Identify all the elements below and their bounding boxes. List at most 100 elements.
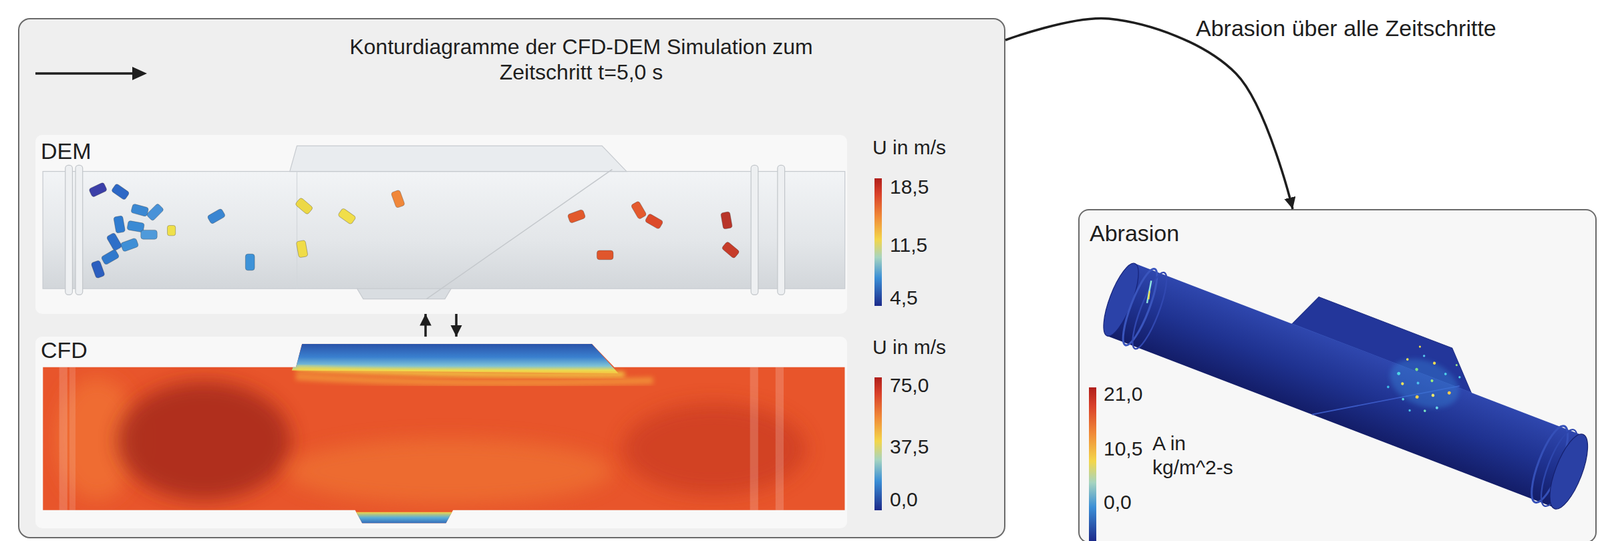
pipe-bulge xyxy=(357,288,452,299)
pipe-body xyxy=(1106,263,1583,509)
colorbar-tick: 75,0 xyxy=(889,373,929,398)
field-shear-layer xyxy=(295,376,654,384)
colorbar-unit: U in m/s xyxy=(872,135,946,160)
field-recirculation xyxy=(352,512,455,525)
simulation-panel: Konturdiagramme der CFD-DEM Simulation z… xyxy=(18,18,1006,539)
particle xyxy=(567,209,586,224)
wear-spots xyxy=(1381,340,1467,425)
panel-label: DEM xyxy=(40,137,92,166)
colorbar-tick-holder: 4,5 xyxy=(889,285,918,310)
pipe-flange xyxy=(1116,265,1164,349)
field-shear-layer xyxy=(295,368,625,375)
colorbar-tick: 0,0 xyxy=(1103,490,1132,515)
coupling-arrow xyxy=(454,313,458,337)
particle xyxy=(100,249,120,266)
colorbar-tick: 0,0 xyxy=(889,487,918,512)
particle xyxy=(207,208,226,225)
colorbar-tick-holder: 21,0 xyxy=(1103,382,1143,407)
pipe-seam xyxy=(426,169,612,300)
colorbar-tick-holder: 37,5 xyxy=(889,434,929,459)
wear-spot xyxy=(1432,361,1437,366)
pipe-edge xyxy=(1292,324,1472,393)
colorbar-unit-holder: U in m/s xyxy=(872,135,946,160)
colorbar-tick: 18,5 xyxy=(889,175,929,200)
cfd-velocity-field xyxy=(40,336,850,531)
pipe-flange xyxy=(59,357,68,521)
colorbar-unit: U in m/s xyxy=(872,335,946,360)
particle xyxy=(597,250,614,260)
flow-arrow-head xyxy=(132,66,147,81)
pipe-flange xyxy=(750,165,759,295)
colorbar-tick: 10,5 xyxy=(1103,436,1143,461)
particle xyxy=(630,201,647,220)
colorbar-tick-holder: 75,0 xyxy=(889,373,929,398)
edge-label-holder: Abrasion über alle Zeitschritte xyxy=(1195,14,1497,43)
pipe-flange xyxy=(75,165,83,295)
particle xyxy=(720,211,733,230)
pipe-seam xyxy=(1312,340,1460,461)
wear-spot xyxy=(1443,372,1448,377)
particle xyxy=(88,182,108,198)
particle xyxy=(337,207,357,225)
transfer-arrow xyxy=(1005,18,1293,210)
illustrations xyxy=(40,145,1600,531)
wear-spot xyxy=(1430,379,1434,383)
particle xyxy=(721,241,741,259)
particle xyxy=(390,189,405,209)
pipe-flange xyxy=(1524,422,1575,507)
wear-spot xyxy=(1430,393,1435,398)
pipe-flange xyxy=(750,357,759,521)
colorbar-tick-holder: 18,5 xyxy=(889,175,929,200)
particle xyxy=(245,253,255,270)
particle xyxy=(90,259,105,279)
flow-direction-arrow xyxy=(35,66,147,81)
panel-label: CFD xyxy=(40,336,88,365)
wear-spot xyxy=(1408,408,1411,412)
pipe-end xyxy=(1096,259,1146,341)
particle xyxy=(110,183,130,201)
wear-spot xyxy=(1143,280,1156,304)
pipe-edge xyxy=(296,171,298,290)
cfd-panel: CFD xyxy=(35,336,848,529)
pipe-flange xyxy=(1126,269,1173,353)
field-region xyxy=(56,377,138,500)
field-region xyxy=(117,381,292,500)
particle xyxy=(644,213,664,230)
wear-spot xyxy=(1458,376,1462,379)
wear-spot xyxy=(1447,390,1452,395)
colorbar-tick-holder: 11,5 xyxy=(889,233,928,258)
pipe-bulge xyxy=(1292,291,1484,393)
abrasion-panel: Abrasion xyxy=(1078,209,1597,541)
wear-spot xyxy=(1422,409,1427,413)
particle xyxy=(146,203,165,222)
wear-spot xyxy=(1405,358,1409,362)
colorbar-abrasion xyxy=(1088,387,1097,541)
pipe-flange xyxy=(775,357,784,521)
flow-arrow-shaft xyxy=(35,72,136,75)
colorbar-tick-holder: 0,0 xyxy=(1103,490,1132,515)
particle xyxy=(113,215,126,234)
field-region xyxy=(285,438,613,505)
particle xyxy=(295,239,308,258)
particle xyxy=(294,197,314,215)
field-recirculation xyxy=(291,344,619,374)
pipe-flange xyxy=(65,165,73,295)
particle xyxy=(120,237,139,252)
abrasion-pipe xyxy=(1095,227,1600,515)
wear-spot xyxy=(1414,394,1419,399)
colorbar-tick: 4,5 xyxy=(889,285,918,310)
coupling-arrow xyxy=(424,313,427,337)
wear-spot xyxy=(1434,406,1439,410)
particle xyxy=(130,203,149,218)
panel-title: Konturdiagramme der CFD-DEM Simulation z… xyxy=(313,34,849,86)
colorbar-unit: A in kg/m^2-s xyxy=(1152,431,1253,480)
wear-spot xyxy=(1400,382,1405,387)
colorbar-tick: 11,5 xyxy=(889,233,928,258)
colorbar-tick: 21,0 xyxy=(1103,382,1143,407)
wear-spot xyxy=(1396,371,1401,376)
dem-pipe xyxy=(42,145,846,299)
